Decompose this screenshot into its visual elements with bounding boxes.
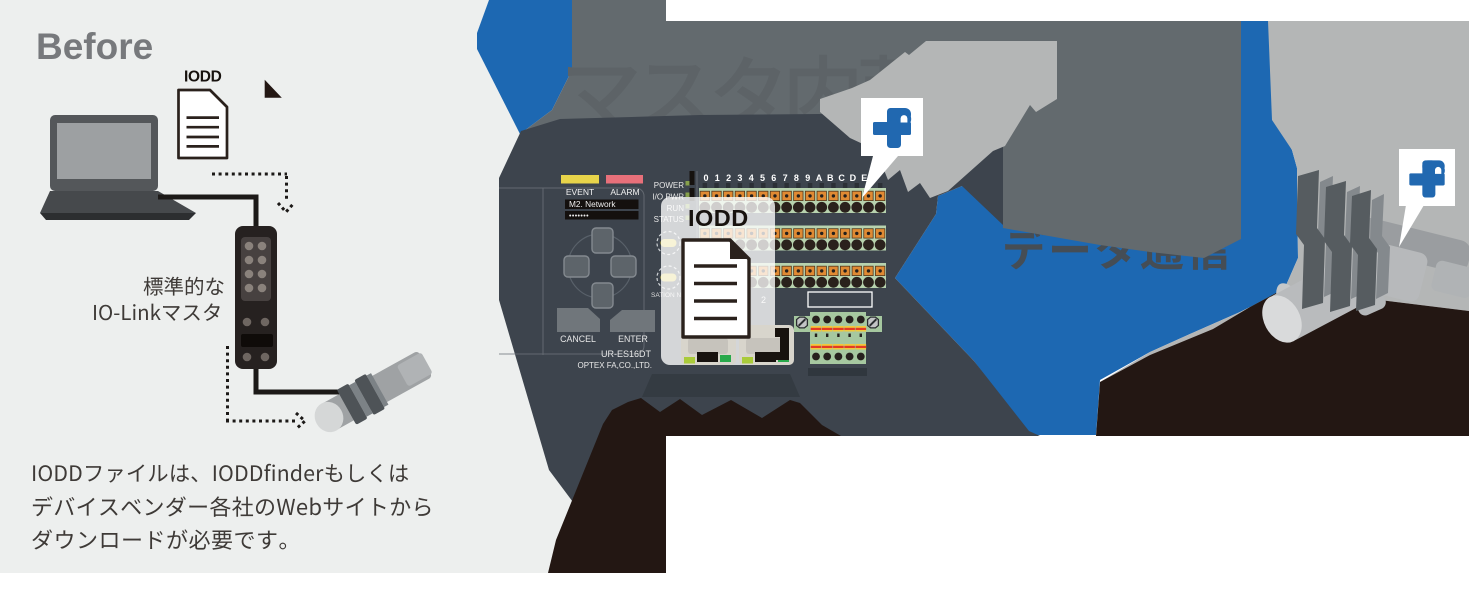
svg-text:M2. Network: M2. Network bbox=[569, 199, 616, 209]
svg-text:1: 1 bbox=[715, 173, 720, 183]
svg-text:5: 5 bbox=[760, 173, 765, 183]
svg-text:8: 8 bbox=[794, 173, 799, 183]
svg-text:2: 2 bbox=[726, 173, 731, 183]
svg-text:Before: Before bbox=[36, 26, 153, 67]
svg-text:D: D bbox=[850, 173, 857, 183]
svg-text:UR-ES16DT: UR-ES16DT bbox=[601, 349, 652, 359]
svg-text:B: B bbox=[827, 173, 834, 183]
svg-text:•••••••: ••••••• bbox=[569, 213, 589, 220]
svg-text:0: 0 bbox=[703, 173, 708, 183]
svg-text:EVENT: EVENT bbox=[566, 187, 594, 197]
svg-text:9: 9 bbox=[805, 173, 810, 183]
svg-text:3: 3 bbox=[737, 173, 742, 183]
svg-text:I/O PWR: I/O PWR bbox=[652, 193, 684, 202]
svg-text:IODD: IODD bbox=[688, 205, 749, 231]
svg-text:ALARM: ALARM bbox=[610, 187, 639, 197]
svg-text:6: 6 bbox=[771, 173, 776, 183]
svg-text:POWER: POWER bbox=[654, 181, 684, 190]
svg-text:4: 4 bbox=[749, 173, 754, 183]
svg-text:CANCEL: CANCEL bbox=[560, 334, 596, 344]
svg-text:A: A bbox=[816, 173, 823, 183]
svg-text:7: 7 bbox=[783, 173, 788, 183]
svg-text:E: E bbox=[861, 173, 867, 183]
svg-text:C: C bbox=[838, 173, 845, 183]
svg-text:IODD: IODD bbox=[184, 69, 222, 86]
svg-text:OPTEX FA,CO.,LTD.: OPTEX FA,CO.,LTD. bbox=[577, 361, 652, 370]
svg-text:ENTER: ENTER bbox=[618, 334, 648, 344]
